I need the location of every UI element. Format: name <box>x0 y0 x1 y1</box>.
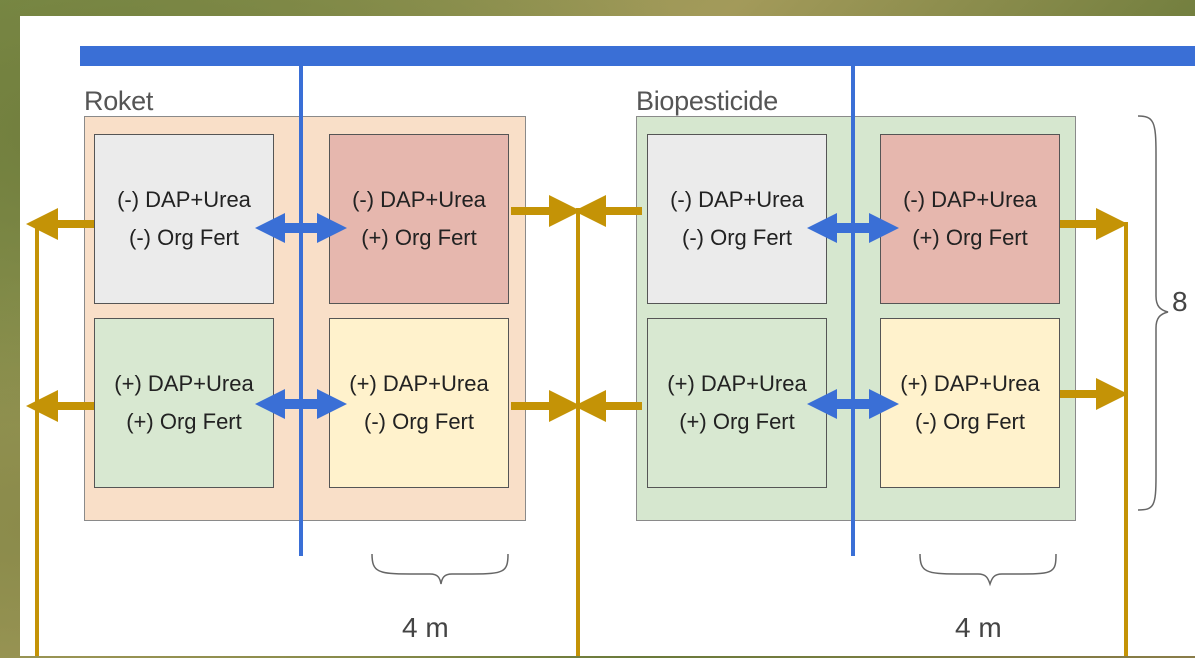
cell-line1: (+) DAP+Urea <box>114 371 254 396</box>
bio-cell-pos-dap-pos-org: (+) DAP+Urea (+) Org Fert <box>647 318 827 488</box>
right-gold-drain <box>1124 222 1128 656</box>
cell-line1: (-) DAP+Urea <box>352 187 486 212</box>
cell-line1: (-) DAP+Urea <box>903 187 1037 212</box>
bio-cell-pos-dap-neg-org: (+) DAP+Urea (-) Org Fert <box>880 318 1060 488</box>
height-label: 8 <box>1172 286 1188 317</box>
bio-width-brace <box>919 553 1057 587</box>
cell-line1: (-) DAP+Urea <box>670 187 804 212</box>
cell-line2: (-) Org Fert <box>129 225 239 250</box>
roket-cell-pos-dap-neg-org: (+) DAP+Urea (-) Org Fert <box>329 318 509 488</box>
cell-line2: (-) Org Fert <box>915 409 1025 434</box>
left-gold-drain <box>35 224 39 656</box>
connector-overlay <box>26 46 1195 656</box>
roket-width-label: 4 m <box>402 612 449 643</box>
roket-label: Roket <box>84 86 154 116</box>
cell-line1: (+) DAP+Urea <box>349 371 489 396</box>
bio-cell-neg-dap-pos-org: (-) DAP+Urea (+) Org Fert <box>880 134 1060 304</box>
roket-blue-lateral <box>299 64 303 556</box>
height-brace <box>1137 115 1169 511</box>
cell-line1: (+) DAP+Urea <box>900 371 1040 396</box>
cell-line2: (-) Org Fert <box>364 409 474 434</box>
cell-line2: (+) Org Fert <box>679 409 795 434</box>
cell-line2: (+) Org Fert <box>361 225 477 250</box>
bio-blue-lateral <box>851 64 855 556</box>
bio-width-label: 4 m <box>955 612 1002 643</box>
roket-cell-neg-dap-pos-org: (-) DAP+Urea (+) Org Fert <box>329 134 509 304</box>
middle-gold-drain <box>576 208 580 656</box>
cell-line2: (-) Org Fert <box>682 225 792 250</box>
cell-line2: (+) Org Fert <box>126 409 242 434</box>
main-blue-pipe <box>80 46 1195 66</box>
cell-line1: (+) DAP+Urea <box>667 371 807 396</box>
biopesticide-label: Biopesticide <box>636 86 778 116</box>
cell-line1: (-) DAP+Urea <box>117 187 251 212</box>
roket-width-brace <box>371 553 509 585</box>
roket-cell-neg-dap-neg-org: (-) DAP+Urea (-) Org Fert <box>94 134 274 304</box>
diagram-slide: Roket Biopesticide (-) DAP+Urea (-) Org … <box>20 16 1195 656</box>
bio-cell-neg-dap-neg-org: (-) DAP+Urea (-) Org Fert <box>647 134 827 304</box>
cell-line2: (+) Org Fert <box>912 225 1028 250</box>
